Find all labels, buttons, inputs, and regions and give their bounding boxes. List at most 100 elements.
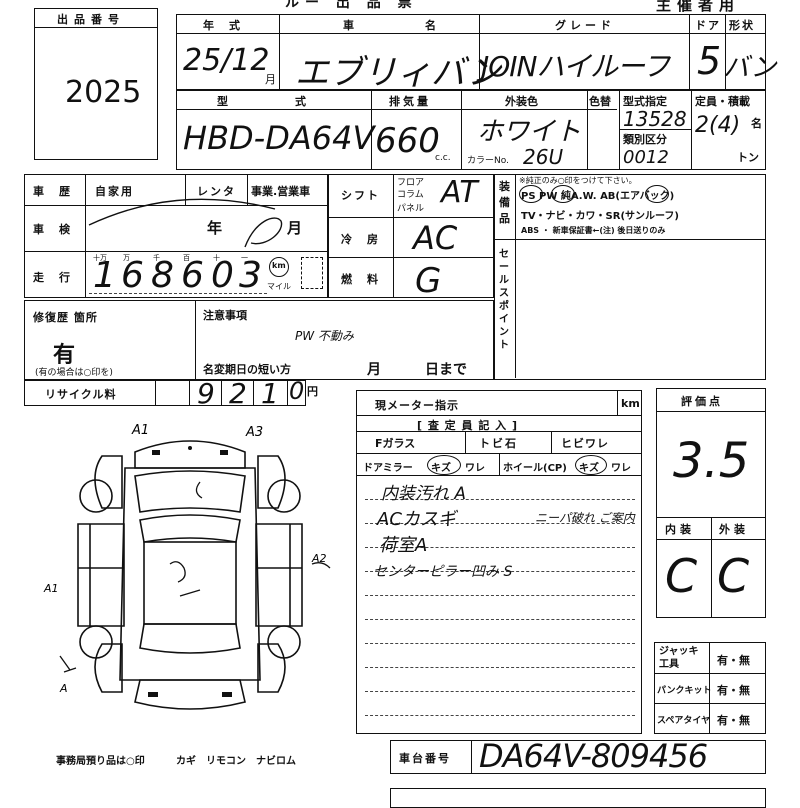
model-label: 型 式: [217, 95, 334, 108]
car-body-diagram: A1 A3 A2 A1 A: [43, 423, 331, 710]
caution-value: PW 不動み: [295, 329, 354, 343]
inspector-note-2: ACカスギ: [377, 509, 456, 530]
meter-reading-label: 現メーター指示: [375, 399, 459, 412]
diagram-mark-a1-front: A1: [131, 423, 149, 438]
ac-label: 冷 房: [341, 233, 380, 246]
mileage-label: 走 行: [33, 271, 72, 284]
shift-label: シフト: [341, 189, 380, 202]
repair-history-value: 有: [53, 343, 76, 368]
exterior-grade-value: C: [717, 549, 750, 603]
shift-option-column: コラム: [397, 190, 424, 200]
puncture-kit-option: 有・無: [717, 684, 750, 697]
displacement-label: 排気量: [389, 95, 431, 108]
score-block: 評価点 3.5 内装 外装 C C: [656, 388, 766, 618]
year-month-suffix: 月: [265, 73, 276, 86]
business-use-label: 事業.営業車: [251, 185, 311, 198]
recycle-fee-label: リサイクル料: [45, 388, 117, 401]
jack-tools-option: 有・無: [717, 654, 750, 667]
capacity-unit-persons: 名: [751, 117, 762, 130]
fuel-value: G: [415, 261, 442, 301]
door-value: 5: [697, 39, 722, 83]
spare-tire-option: 有・無: [717, 714, 750, 727]
equipment-label: 装備品: [499, 180, 510, 225]
km-circle: [269, 257, 289, 277]
rental-label: レンタ: [197, 185, 236, 198]
bottom-partial-box: [390, 788, 766, 808]
drivetrain-block: シフト フロア コラム パネル AT 冷 房 AC 燃 料 G: [328, 174, 494, 301]
inspector-entry-label: [ 査 定 員 記 入 ]: [417, 419, 519, 432]
exterior-color-label: 外装色: [505, 95, 538, 108]
grade-value: JOINハイルーフ: [481, 50, 670, 83]
interior-label: 内装: [665, 523, 695, 536]
digit-label-2: 千: [153, 254, 160, 262]
shift-value: AT: [441, 175, 478, 210]
equipment-row1: PS PW 純A.W. AB(エアバック): [521, 191, 675, 202]
shape-value: バン: [723, 53, 777, 83]
door-label: ドア: [695, 19, 721, 32]
owner-use-label: 主催者用: [656, 0, 741, 14]
deadline-month-label: 月: [367, 362, 381, 378]
year-label: 年 式: [203, 19, 242, 32]
sales-point-label: セールスポイント: [499, 249, 509, 351]
diagram-mark-a-rear: A: [59, 682, 68, 695]
mileage-digit-3: 6: [181, 255, 204, 296]
lot-number-label: 出品番号: [57, 13, 125, 26]
inspection-label: 車 検: [33, 223, 72, 236]
inspector-block: 現メーター指示 km [ 査 定 員 記 入 ] Fガラス トビ石 ヒビワレ ド…: [356, 390, 642, 734]
shape-label: 形状: [729, 19, 755, 32]
color-no-value: 26U: [523, 145, 564, 169]
mirror-crack-option: ワレ: [465, 463, 485, 474]
inspector-note-4: センターピラー凹み S: [373, 564, 513, 580]
equipment-row2: TV・ナビ・カワ・SR(サンルーフ): [521, 211, 680, 222]
mileage-check-box: [301, 257, 323, 289]
digit-label-0: 十万: [93, 254, 107, 262]
ac-value: AC: [413, 219, 458, 257]
interior-grade-value: C: [665, 549, 698, 603]
recycle-digit-2: 1: [261, 377, 279, 410]
color-no-label: カラーNo.: [467, 156, 509, 166]
chassis-number-label: 車台番号: [399, 752, 451, 765]
lot-number-box: 出品番号 2025: [34, 8, 158, 160]
wheel-crack-option: ワレ: [611, 463, 631, 474]
chassis-block: 車台番号 DA64V-809456: [390, 737, 766, 775]
history-label: 車 歴: [33, 185, 72, 198]
inspector-note-1: 内装汚れ A: [381, 484, 467, 504]
puncture-kit-label: パンクキット: [657, 686, 712, 696]
digit-label-5: 一: [241, 254, 248, 262]
displacement-unit: c.c.: [435, 153, 451, 163]
inspector-note-3: 荷室A: [379, 535, 428, 556]
model-value: HBD-DA64V: [183, 119, 375, 157]
repair-block: 修復歴 箇所 有 (有の場合は○印を) 注意事項 PW 不動み 名変期日の短い方…: [24, 300, 494, 380]
mile-label: マイル: [267, 282, 291, 291]
jack-tools-label: ジャッキ工具: [659, 646, 699, 670]
crack-label: ヒビワレ: [561, 437, 609, 450]
class-label: 類別区分: [623, 133, 667, 146]
exterior-label: 外装: [719, 523, 749, 536]
history-block: 車 歴 自家用 レンタ 事業.営業車 車 検 年 月 走 行 十万 万 千 百 …: [24, 174, 328, 298]
repair-history-note: (有の場合は○印を): [35, 368, 113, 378]
equipment-block: 装備品 ※純正のみ○印をつけて下さい。 PS PW 純A.W. AB(エアバック…: [494, 174, 766, 240]
car-name-label: 車 名: [343, 19, 466, 32]
shift-option-floor: フロア: [397, 178, 425, 188]
mileage-digit-5: 3: [239, 255, 262, 296]
repair-history-label: 修復歴 箇所: [33, 311, 98, 324]
recycle-digit-3: 0: [289, 377, 305, 405]
wheel-label: ホイール(CP): [503, 463, 567, 474]
deadline-day-label: 日まで: [425, 362, 467, 378]
equipment-row3: ABS ・ 新車保証書←(注) 後日送りのみ: [521, 226, 666, 235]
equipment-note: ※純正のみ○印をつけて下さい。: [519, 176, 637, 185]
private-use-label: 自家用: [95, 185, 134, 198]
office-items-note: 事務局預り品は○印: [56, 756, 145, 767]
digit-label-4: 十: [213, 254, 220, 262]
mileage-digit-2: 8: [151, 255, 174, 296]
caution-label: 注意事項: [203, 309, 247, 322]
capacity-value: 2(4): [695, 113, 741, 138]
recycle-digit-0: 9: [197, 377, 215, 410]
inspection-stroke: [88, 198, 283, 248]
digit-label-1: 万: [123, 254, 130, 262]
f-glass-label: Fガラス: [375, 437, 416, 450]
lot-number-value: 2025: [65, 75, 142, 110]
inspector-note-side: ニーパ破れ ご案内: [535, 511, 635, 525]
diagram-mark-a3: A3: [245, 425, 263, 440]
mileage-digit-0: 1: [93, 255, 116, 296]
